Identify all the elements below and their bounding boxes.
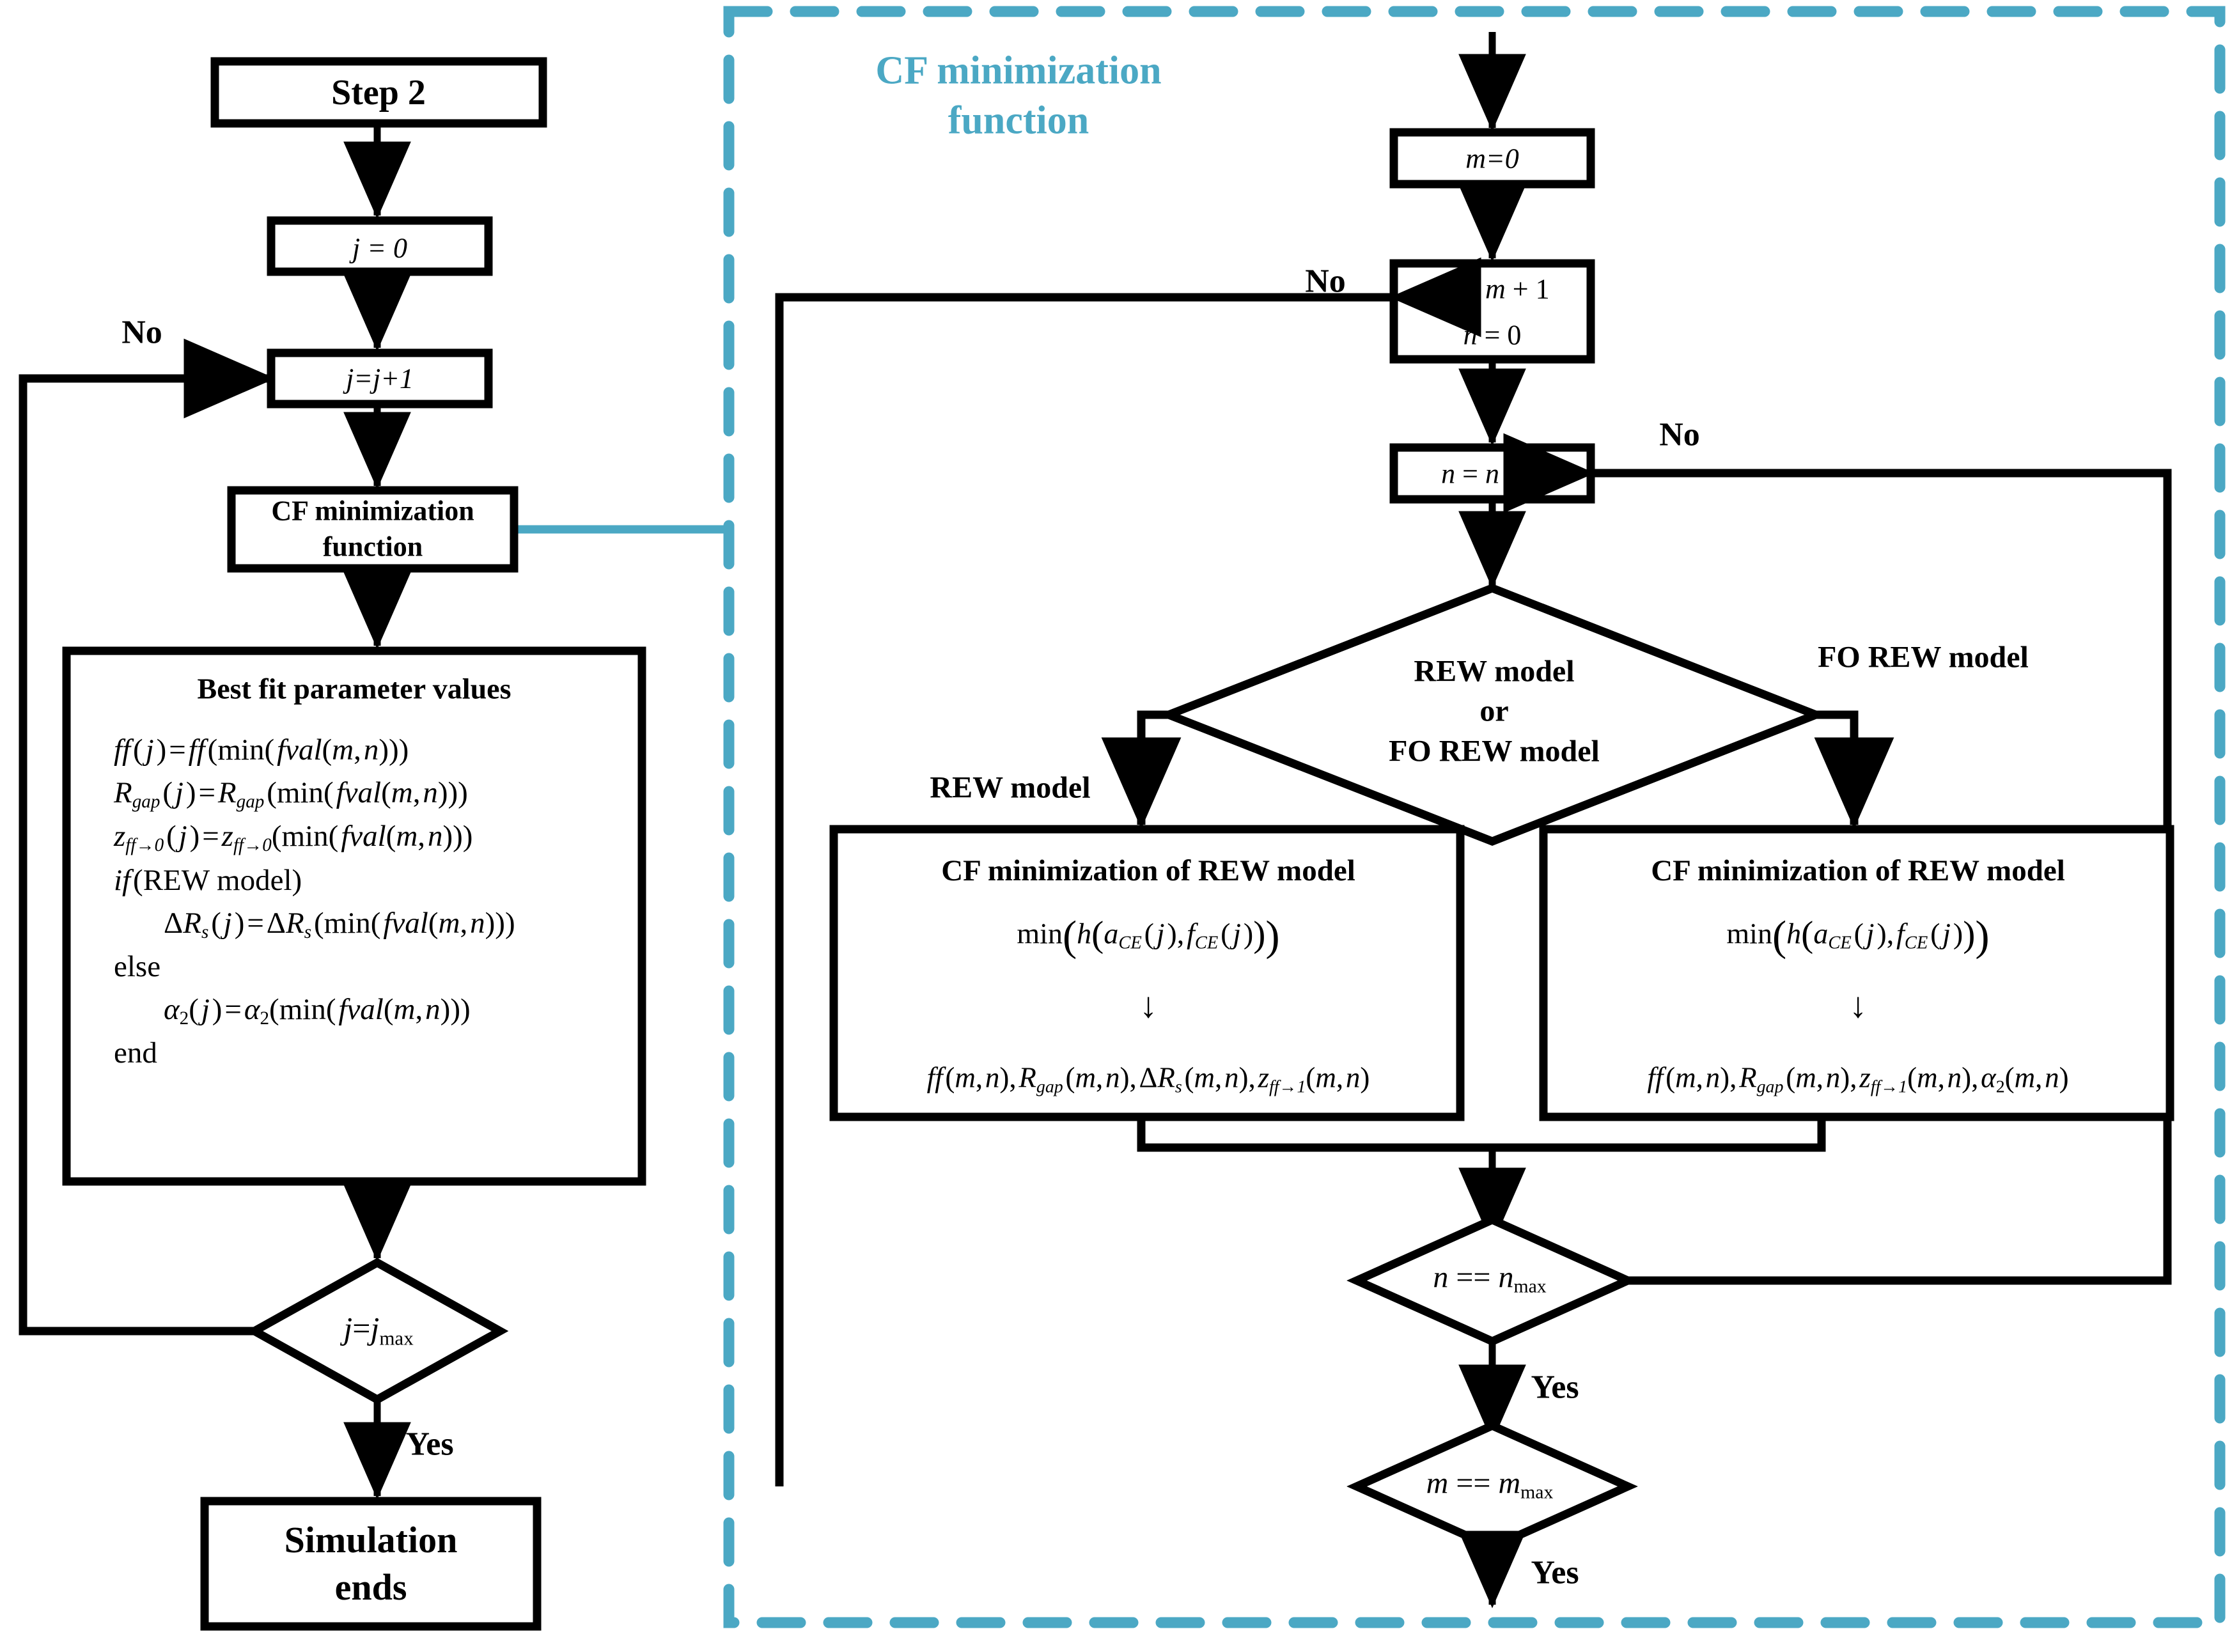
n-incr-label: n = n + 1 [1441, 458, 1543, 490]
branch-label-fo-rew: FO REW model [1818, 640, 2029, 674]
cf-left-arrow-icon: ↓ [1139, 986, 1157, 1025]
loop-no-left [19, 338, 276, 1336]
cf-left-title: CF minimization of REW model [941, 854, 1355, 887]
no-label-m: No [1305, 263, 1346, 300]
best-fit-box [62, 646, 646, 1186]
n-init-label: n = 0 [1463, 319, 1522, 351]
cf-left-outputs: ff (m, n), Rgap (m, n), ΔRs (m, n), zff→… [926, 1061, 1370, 1097]
simulation-ends-label: Simulation ends [285, 1516, 458, 1611]
branch-label-rew: REW model [930, 770, 1091, 805]
branch-rew-right [1814, 710, 1894, 829]
no-label-left: No [121, 314, 162, 351]
panel-title: CF minimization function [875, 47, 1161, 146]
simulation-ends-line2: ends [334, 1566, 407, 1608]
step2-label: Step 2 [331, 73, 426, 113]
j-init-label: j = 0 [352, 232, 407, 264]
cf-min-function-label: CF minimization function [271, 494, 474, 566]
decision-model-type [1157, 584, 1827, 846]
eq-alpha2: α2( j ) = α2(min( fval(m, n))) [164, 992, 471, 1029]
panel-title-line2: function [948, 98, 1089, 142]
best-fit-title: Best fit parameter values [197, 672, 511, 705]
best-fit-equations: ff ( j ) = ff (min( fval(m, n))) Rgap ( … [114, 729, 515, 1075]
branch-rew-left [1101, 710, 1182, 829]
decision-model-line2: or [1479, 694, 1509, 728]
yes-label-m: Yes [1531, 1554, 1579, 1591]
j-incr-label: j=j+1 [346, 362, 414, 394]
eq-if: if (REW model) [114, 863, 302, 897]
simulation-ends-line1: Simulation [284, 1518, 458, 1561]
decision-n-max-label: n == nmax [1433, 1260, 1547, 1297]
yes-label-n: Yes [1531, 1369, 1579, 1406]
m-incr-label: m = m + 1 [1435, 273, 1550, 305]
m-init-label: m=0 [1465, 143, 1519, 175]
yes-label-left: Yes [405, 1426, 454, 1463]
cf-panel-dashed-border [723, 6, 2226, 1628]
cf-min-function-box [227, 486, 519, 573]
eq-else: else [114, 950, 161, 984]
eq-ff: ff ( j ) = ff (min( fval(m, n))) [114, 733, 409, 767]
cf-min-rew-left-box [829, 825, 1465, 1121]
eq-drs: ΔRs ( j ) = ΔRs (min( fval(m, n))) [164, 906, 515, 942]
decision-model-line3: FO REW model [1389, 734, 1600, 768]
j-incr-box [267, 348, 493, 409]
cf-right-outputs: ff (m, n), Rgap (m, n), zff→1(m, n), α2(… [1647, 1061, 2069, 1097]
decision-m-max-label: m == mmax [1426, 1466, 1554, 1503]
no-label-n: No [1659, 416, 1700, 453]
cf-min-function-line1: CF minimization [271, 495, 474, 527]
decision-model-line1: REW model [1414, 654, 1575, 689]
simulation-ends-box [200, 1497, 542, 1631]
loop-no-m [775, 257, 1481, 1486]
cf-right-objective: min(h(aCE ( j ), fCE ( j ))) [1726, 913, 1990, 960]
eq-zff0: zff→0 ( j ) = zff→0(min( fval(m, n))) [114, 820, 473, 856]
decision-model-label: REW model or FO REW model [1389, 651, 1600, 771]
merge-bus [1137, 1117, 1826, 1152]
eq-end: end [114, 1036, 157, 1070]
cf-right-arrow-icon: ↓ [1849, 986, 1867, 1025]
cf-left-objective: min(h(aCE ( j ), fCE ( j ))) [1017, 913, 1280, 960]
eq-rgap: Rgap ( j ) = Rgap (min( fval(m, n))) [114, 775, 468, 812]
panel-title-line1: CF minimization [875, 49, 1162, 93]
cf-min-function-line2: function [322, 531, 423, 563]
cf-right-title: CF minimization of REW model [1651, 854, 2065, 887]
cf-min-rew-right-box [1539, 825, 2174, 1121]
decision-j-max-label: j=jmax [343, 1310, 414, 1350]
